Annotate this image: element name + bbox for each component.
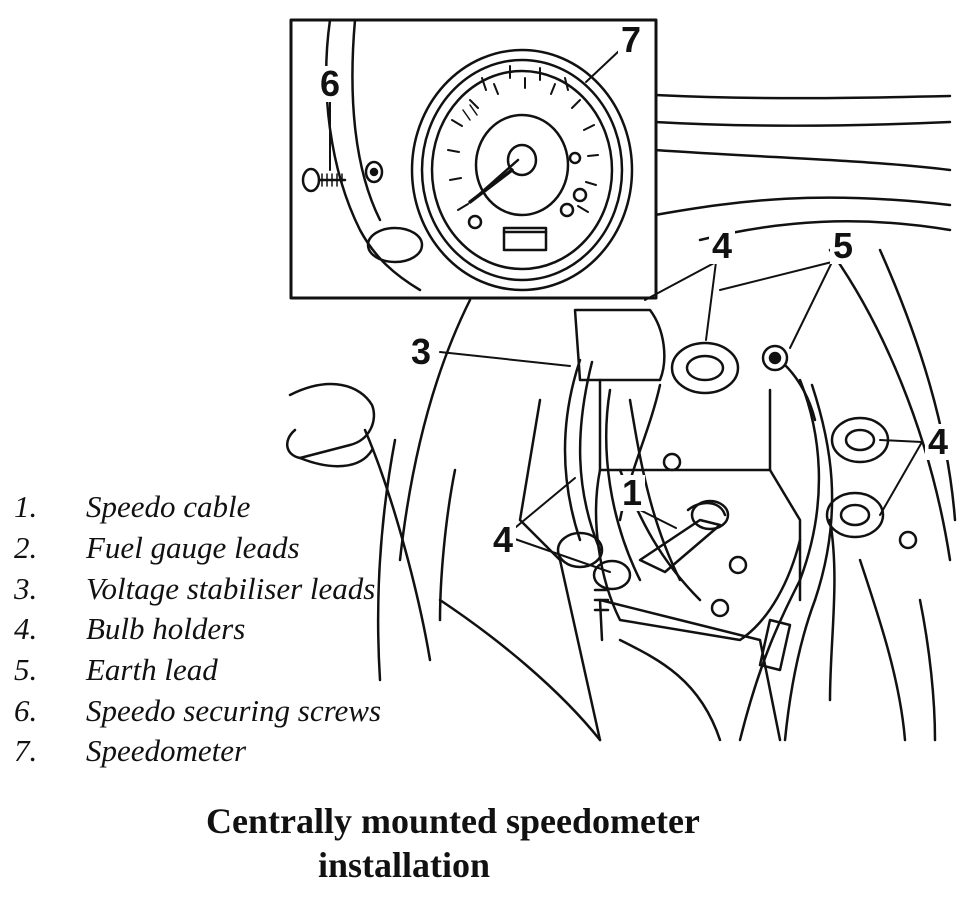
callout-4-top: 4 <box>709 228 736 264</box>
legend-number: 4. <box>14 611 38 647</box>
legend-number: 3. <box>14 570 38 606</box>
callout-5: 5 <box>830 228 857 264</box>
legend-number: 2. <box>14 530 38 566</box>
legend-item: 5. Earth lead <box>14 650 381 691</box>
legend-item: 1. Speedo cable <box>14 487 381 528</box>
legend-label: Bulb holders <box>86 611 246 647</box>
caption-line-2: installation <box>318 845 491 885</box>
speedometer-inset <box>301 18 634 292</box>
legend-number: 7. <box>14 733 38 769</box>
legend-item: 7. Speedometer <box>14 731 381 772</box>
callout-4-right: 4 <box>925 424 952 460</box>
legend-item: 2. Fuel gauge leads <box>14 528 381 569</box>
callout-3: 3 <box>408 334 435 370</box>
legend-number: 5. <box>14 652 38 688</box>
legend: 1. Speedo cable 2. Fuel gauge leads 3. Volt… <box>14 487 381 772</box>
legend-item: 3. Voltage stabiliser leads <box>14 568 381 609</box>
legend-number: 6. <box>14 692 38 728</box>
legend-item: 6. Speedo securing screws <box>14 690 381 731</box>
legend-item: 4. Bulb holders <box>14 609 381 650</box>
dashboard-rear-view <box>286 93 957 742</box>
callout-1: 1 <box>619 475 646 511</box>
callout-4-lower: 4 <box>490 522 517 558</box>
caption-line-1: Centrally mounted speedometer <box>206 801 700 841</box>
legend-number: 1. <box>14 489 38 525</box>
legend-label: Voltage stabiliser leads <box>86 570 376 606</box>
legend-label: Speedo cable <box>86 489 251 525</box>
legend-label: Speedo securing screws <box>86 692 382 728</box>
legend-label: Speedometer <box>86 733 247 769</box>
callout-6: 6 <box>317 66 344 102</box>
legend-label: Earth lead <box>86 652 218 688</box>
leader-lines <box>329 49 923 573</box>
legend-label: Fuel gauge leads <box>86 530 300 566</box>
callout-7: 7 <box>618 22 645 58</box>
